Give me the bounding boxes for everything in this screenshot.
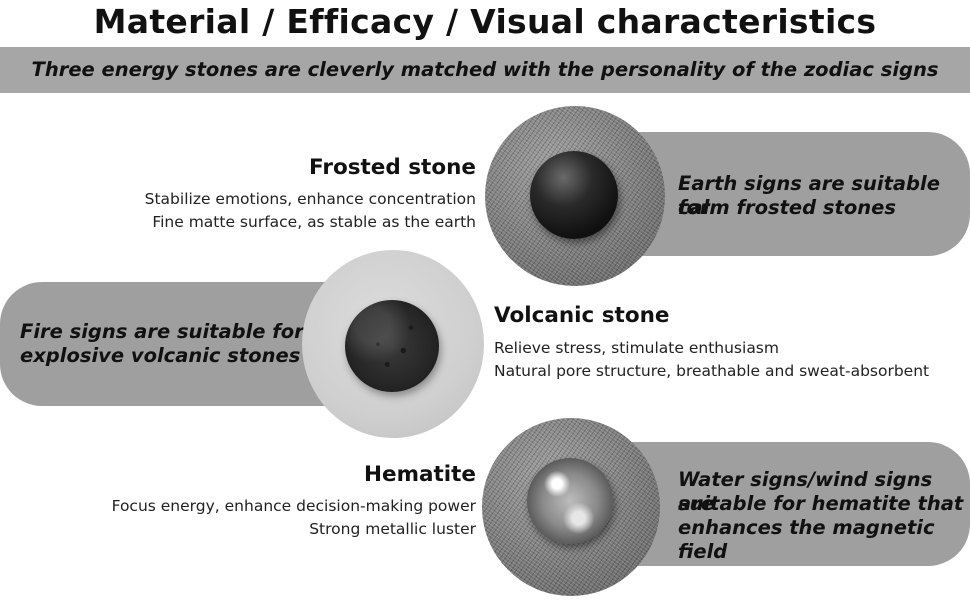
- volcanic-stone-desc-1: Relieve stress, stimulate enthusiasm: [494, 339, 779, 357]
- hematite-desc-1: Focus energy, enhance decision-making po…: [111, 497, 476, 515]
- fire-signs-line-2: explosive volcanic stones: [20, 344, 301, 367]
- page-title: Material / Efficacy / Visual characteris…: [93, 2, 877, 41]
- hematite-desc-2: Strong metallic luster: [309, 520, 476, 538]
- hematite-heading: Hematite: [364, 462, 476, 487]
- water-wind-line-1: Water signs/wind signs are: [678, 468, 933, 515]
- frosted-stone-ball: [530, 151, 618, 239]
- water-wind-line-2: suitable for hematite that: [678, 492, 964, 515]
- earth-signs-line-2: calm frosted stones: [678, 196, 896, 219]
- water-wind-line-3: enhances the magnetic field: [678, 516, 935, 563]
- volcanic-stone-photo: [302, 250, 484, 438]
- subtitle-banner: Three energy stones are cleverly matched…: [0, 47, 970, 93]
- earth-signs-line-1: Earth signs are suitable for: [678, 172, 940, 219]
- volcanic-stone-ball: [345, 300, 439, 392]
- frosted-stone-heading: Frosted stone: [309, 155, 476, 180]
- hematite-photo: [482, 418, 660, 596]
- volcanic-stone-heading: Volcanic stone: [494, 303, 670, 328]
- volcanic-stone-desc-2: Natural pore structure, breathable and s…: [494, 362, 930, 380]
- subtitle-banner-text: Three energy stones are cleverly matched…: [31, 58, 939, 81]
- hematite-ball: [527, 458, 613, 544]
- frosted-stone-photo: [485, 106, 665, 286]
- fire-signs-line-1: Fire signs are suitable for: [20, 320, 304, 343]
- frosted-stone-desc-1: Stabilize emotions, enhance concentratio…: [144, 190, 476, 208]
- frosted-stone-desc-2: Fine matte surface, as stable as the ear…: [152, 213, 476, 231]
